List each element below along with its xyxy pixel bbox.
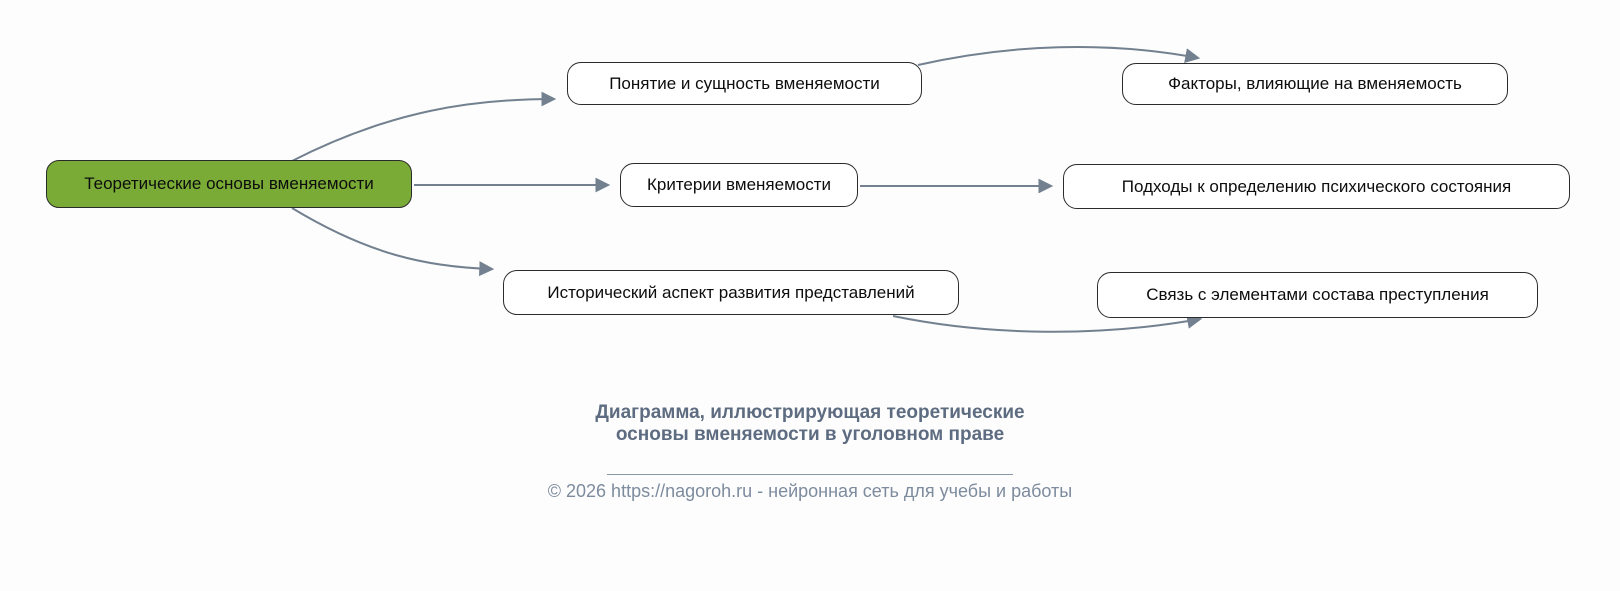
caption-divider-line (607, 474, 1013, 475)
edge-istoricheskiy-to-svyaz (892, 313, 1203, 333)
copyright-text: © 2026 https://nagoroh.ru - нейронная се… (547, 481, 1073, 501)
node-faktory-vliyayushchie: Факторы, влияющие на вменяемость (1122, 63, 1508, 105)
node-ponyatie-i-sushchnost: Понятие и сущность вменяемости (567, 62, 922, 105)
caption-line-1: Диаграмма, иллюстрирующая теоретические (595, 402, 1025, 423)
diagram-caption: Диаграмма, иллюстрирующая теоретические … (0, 402, 1620, 446)
node-istoricheskiy-aspekt: Исторический аспект развития представлен… (503, 270, 959, 315)
node-root: Теоретические основы вменяемости (46, 160, 412, 208)
node-podkhody-k-opredeleniyu: Подходы к определению психического состо… (1063, 164, 1570, 209)
node-svyaz-s-elementami: Связь с элементами состава преступления (1097, 272, 1538, 318)
edge-ponyatie-to-faktory (917, 46, 1201, 66)
node-kriterii-vmenyaemosti: Критерии вменяемости (620, 163, 858, 207)
edge-root-to-ponyatie (291, 91, 557, 162)
edge-root-to-istoricheskiy (291, 207, 495, 277)
caption-line-2: основы вменяемости в уголовном праве (615, 424, 1005, 445)
